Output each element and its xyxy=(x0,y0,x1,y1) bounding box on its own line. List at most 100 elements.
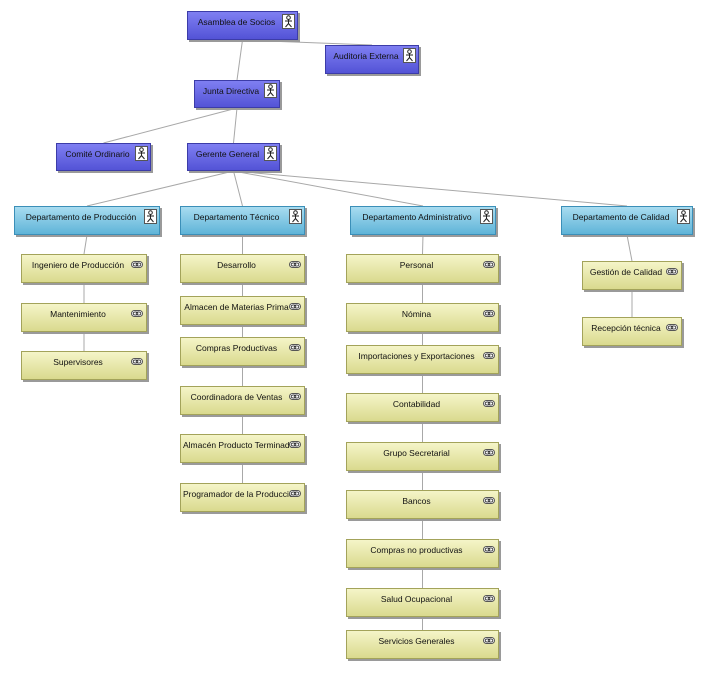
link-icon xyxy=(289,441,301,448)
node-compras-no-productivas[interactable]: Compras no productivas xyxy=(346,539,499,568)
person-icon xyxy=(264,83,277,98)
node-label: Departamento Administrativo xyxy=(362,212,472,222)
node-junta-directiva[interactable]: Junta Directiva xyxy=(194,80,280,108)
link-icon xyxy=(289,261,301,268)
person-icon xyxy=(135,146,148,161)
link-icon xyxy=(289,490,301,497)
link-icon xyxy=(483,546,495,553)
node-label: Gestión de Calidad xyxy=(589,267,663,277)
node-contabilidad[interactable]: Contabilidad xyxy=(346,393,499,422)
node-label: Coordinadora de Ventas xyxy=(190,392,283,402)
person-icon xyxy=(144,209,157,224)
node-almacen-de-materias-prima[interactable]: Almacen de Materias Prima xyxy=(180,296,305,325)
person-icon xyxy=(282,14,295,29)
node-mantenimiento[interactable]: Mantenimiento xyxy=(21,303,147,332)
link-icon xyxy=(483,497,495,504)
node-desarrollo[interactable]: Desarrollo xyxy=(180,254,305,283)
node-label: Almacén Producto Terminado xyxy=(183,440,295,450)
node-label: Grupo Secretarial xyxy=(383,448,450,458)
node-departamento-tecnico[interactable]: Departamento Técnico xyxy=(180,206,305,235)
node-recepcion-tecnica[interactable]: Recepción técnica xyxy=(582,317,682,346)
node-servicios-generales[interactable]: Servicios Generales xyxy=(346,630,499,659)
link-icon xyxy=(131,310,143,317)
connector-line xyxy=(233,170,628,207)
link-icon xyxy=(483,400,495,407)
connector-line xyxy=(422,234,424,255)
node-label: Salud Ocupacional xyxy=(380,594,453,604)
link-icon xyxy=(289,393,301,400)
node-label: Departamento de Calidad xyxy=(572,212,670,222)
node-gerente-general[interactable]: Gerente General xyxy=(187,143,280,171)
link-icon xyxy=(483,310,495,317)
link-icon xyxy=(289,303,301,310)
connector-line xyxy=(242,39,373,46)
node-label: Departamento de Producción xyxy=(25,212,137,222)
connector-line xyxy=(626,234,633,262)
node-label: Desarrollo xyxy=(217,260,256,270)
node-salud-ocupacional[interactable]: Salud Ocupacional xyxy=(346,588,499,617)
link-icon xyxy=(289,344,301,351)
link-icon xyxy=(483,261,495,268)
person-icon xyxy=(480,209,493,224)
person-icon xyxy=(264,146,277,161)
link-icon xyxy=(131,261,143,268)
node-departamento-de-produccion[interactable]: Departamento de Producción xyxy=(14,206,160,235)
node-compras-productivas[interactable]: Compras Productivas xyxy=(180,337,305,366)
node-personal[interactable]: Personal xyxy=(346,254,499,283)
node-label: Ingeniero de Producción xyxy=(31,260,125,270)
node-ingeniero-de-produccion[interactable]: Ingeniero de Producción xyxy=(21,254,147,283)
link-icon xyxy=(131,358,143,365)
node-label: Compras no productivas xyxy=(370,545,463,555)
node-almacen-producto-terminado[interactable]: Almacén Producto Terminado xyxy=(180,434,305,463)
link-icon xyxy=(666,324,678,331)
node-importaciones-y-exportaciones[interactable]: Importaciones y Exportaciones xyxy=(346,345,499,374)
link-icon xyxy=(483,595,495,602)
node-programador-de-la-produccion[interactable]: Programador de la Producción xyxy=(180,483,305,512)
node-label: Recepción técnica xyxy=(591,323,661,333)
node-label: Bancos xyxy=(402,496,431,506)
node-comite-ordinario[interactable]: Comité Ordinario xyxy=(56,143,151,171)
node-label: Auditoria Externa xyxy=(333,51,399,61)
node-label: Contabilidad xyxy=(392,399,441,409)
node-label: Compras Productivas xyxy=(195,343,278,353)
link-icon xyxy=(666,268,678,275)
node-nomina[interactable]: Nómina xyxy=(346,303,499,332)
node-label: Nómina xyxy=(401,309,432,319)
link-icon xyxy=(483,352,495,359)
node-label: Gerente General xyxy=(195,149,260,159)
connector-line xyxy=(233,107,238,144)
connector-line xyxy=(86,170,234,207)
node-label: Programador de la Producción xyxy=(183,489,299,499)
node-label: Junta Directiva xyxy=(202,86,260,96)
link-icon xyxy=(483,449,495,456)
connector-line xyxy=(233,170,424,207)
node-label: Comité Ordinario xyxy=(65,149,130,159)
node-label: Departamento Técnico xyxy=(193,212,280,222)
connector-line xyxy=(103,107,238,144)
connector-line xyxy=(83,234,88,255)
node-label: Supervisores xyxy=(53,357,103,367)
node-label: Servicios Generales xyxy=(378,636,455,646)
node-label: Asamblea de Socios xyxy=(197,17,276,27)
node-asamblea-de-socios[interactable]: Asamblea de Socios xyxy=(187,11,298,40)
node-auditoria-externa[interactable]: Auditoria Externa xyxy=(325,45,419,74)
connector-line xyxy=(236,39,243,81)
node-grupo-secretarial[interactable]: Grupo Secretarial xyxy=(346,442,499,471)
connector-line xyxy=(233,170,243,207)
person-icon xyxy=(403,48,416,63)
node-departamento-de-calidad[interactable]: Departamento de Calidad xyxy=(561,206,693,235)
node-bancos[interactable]: Bancos xyxy=(346,490,499,519)
node-gestion-de-calidad[interactable]: Gestión de Calidad xyxy=(582,261,682,290)
link-icon xyxy=(483,637,495,644)
node-label: Mantenimiento xyxy=(50,309,106,319)
node-label: Personal xyxy=(399,260,434,270)
person-icon xyxy=(289,209,302,224)
node-label: Importaciones y Exportaciones xyxy=(358,351,475,361)
node-label: Almacen de Materias Prima xyxy=(184,302,289,312)
node-coordinadora-de-ventas[interactable]: Coordinadora de Ventas xyxy=(180,386,305,415)
node-supervisores[interactable]: Supervisores xyxy=(21,351,147,380)
node-departamento-administrativo[interactable]: Departamento Administrativo xyxy=(350,206,496,235)
person-icon xyxy=(677,209,690,224)
